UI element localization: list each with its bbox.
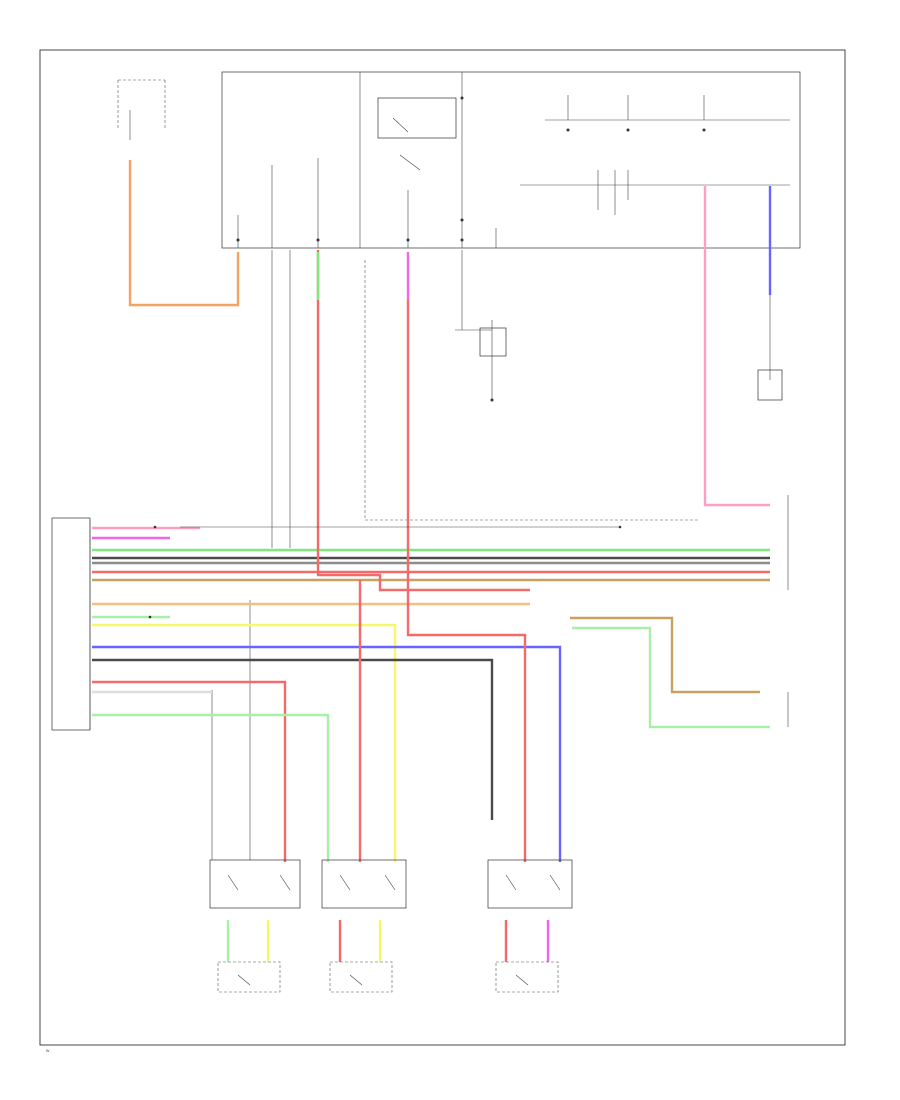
top-left-fuse-area [117, 79, 166, 140]
right-upper-circuit [364, 260, 783, 521]
middle-ground-circuit [455, 250, 507, 402]
switch-rear-right [321, 859, 407, 993]
wire-green-right [572, 626, 770, 729]
bus-blue [92, 645, 562, 862]
left-control-module [51, 517, 91, 731]
wire-orange-top [128, 160, 240, 307]
switch-rear-left [487, 859, 573, 993]
colored-wires [92, 160, 772, 962]
bus-black-lower [92, 658, 494, 820]
bus-connector-dots [148, 525, 622, 619]
sensor-box [757, 369, 783, 401]
junction-block-outline [221, 71, 801, 249]
top-junction-block [221, 71, 801, 249]
wire-red-center-drop [406, 300, 527, 862]
bus-red-lower [92, 680, 287, 862]
switch-2-outline [321, 859, 407, 909]
ground-relay-box [479, 327, 507, 357]
switch-front-passenger [209, 859, 301, 993]
control-module-outline [51, 517, 91, 731]
bus-green-lower [92, 713, 330, 862]
wire-pink-right [703, 186, 770, 507]
switch-1-outline [209, 859, 301, 909]
relay-box [377, 97, 457, 139]
wire-tan-right [570, 616, 760, 694]
thin-gray-drops [211, 250, 291, 860]
motor-1-box [217, 961, 281, 993]
footer-code: W [46, 1049, 50, 1053]
bus-yellow [92, 623, 397, 862]
motor-3-box [495, 961, 559, 993]
switch-3-outline [487, 859, 573, 909]
wire-red-left-drop [316, 250, 530, 592]
motor-2-box [329, 961, 393, 993]
diagram-frame [39, 49, 846, 1046]
